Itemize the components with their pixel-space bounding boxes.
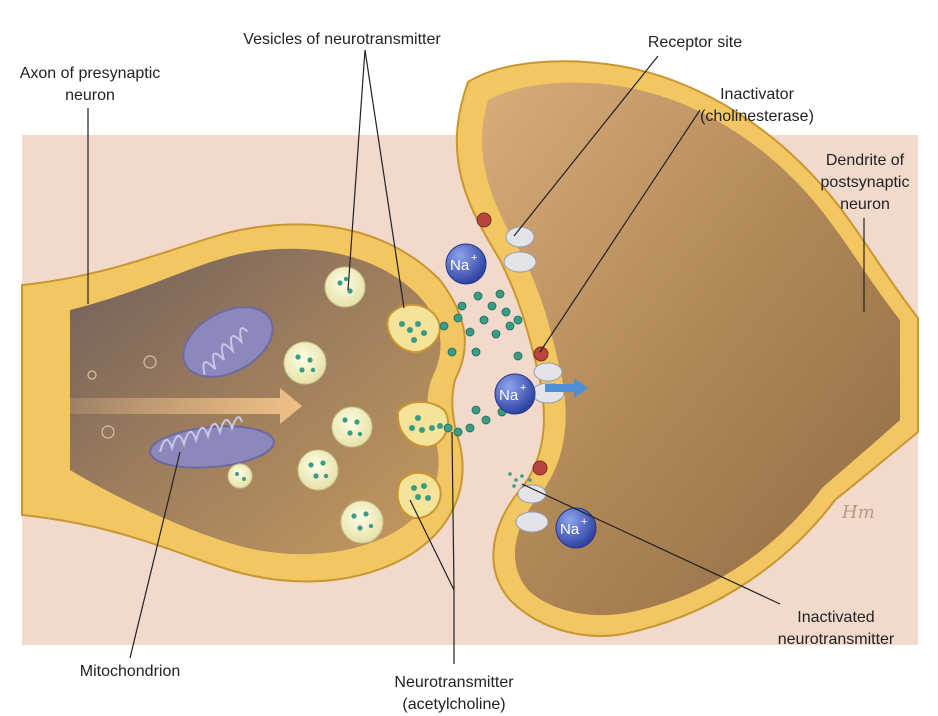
sodium-ion-3: Na + — [555, 507, 597, 549]
ion-charge: + — [471, 252, 477, 264]
ion-symbol: Na — [450, 257, 470, 274]
receptor-upper — [476, 212, 537, 273]
mitochondrion-lower — [149, 416, 275, 469]
label-inactivated-line1: Inactivated — [797, 609, 875, 626]
ion-flow-arrow — [545, 378, 588, 398]
neurotransmitter-molecules — [439, 289, 545, 437]
label-axon-line1: Axon of presynaptic — [19, 65, 161, 82]
vesicles — [227, 266, 384, 544]
sodium-ion-2: Na + — [494, 373, 536, 415]
cytoplasm-granules — [87, 355, 157, 439]
label-dendrite-line2: postsynaptic — [820, 174, 910, 191]
sodium-ion-1: Na + — [445, 243, 487, 285]
vesicle — [324, 266, 366, 308]
vesicle — [297, 449, 339, 491]
label-dendrite-line3: neuron — [840, 196, 890, 213]
ion-symbol: Na — [560, 521, 580, 538]
postsynaptic-dendrite — [455, 60, 919, 637]
label-neurotransmitter-line2: (acetylcholine) — [402, 696, 506, 713]
mitochondrion-upper — [182, 306, 274, 378]
label-inactivator-line1: Inactivator — [720, 86, 794, 103]
presynaptic-axon — [21, 223, 466, 583]
vesicle — [331, 406, 373, 448]
label-inactivated-line2: neurotransmitter — [777, 631, 895, 648]
label-receptor-site: Receptor site — [647, 34, 743, 51]
leader-lines — [87, 49, 865, 664]
fusing-vesicle-upper — [386, 303, 441, 354]
fusing-vesicle-lower — [396, 472, 442, 520]
receptor-lower — [515, 460, 549, 533]
impulse-arrow — [70, 388, 302, 424]
vesicle — [283, 341, 327, 385]
vesicle — [340, 500, 384, 544]
dendrite-cytoplasm — [482, 82, 900, 616]
label-neurotransmitter-line1: Neurotransmitter — [394, 674, 514, 691]
ion-symbol: Na — [499, 387, 519, 404]
label-mitochondrion: Mitochondrion — [79, 663, 181, 680]
ion-charge: + — [581, 516, 587, 528]
fusing-vesicle-middle — [396, 401, 449, 448]
label-axon-line2: neuron — [65, 87, 115, 104]
label-vesicles: Vesicles of neurotransmitter — [243, 31, 441, 48]
artist-signature: Hm — [841, 502, 875, 523]
label-dendrite-line1: Dendrite of — [825, 152, 905, 169]
vesicle — [227, 463, 253, 489]
label-inactivator-line2: (cholinesterase) — [700, 108, 814, 125]
ion-charge: + — [520, 382, 526, 394]
